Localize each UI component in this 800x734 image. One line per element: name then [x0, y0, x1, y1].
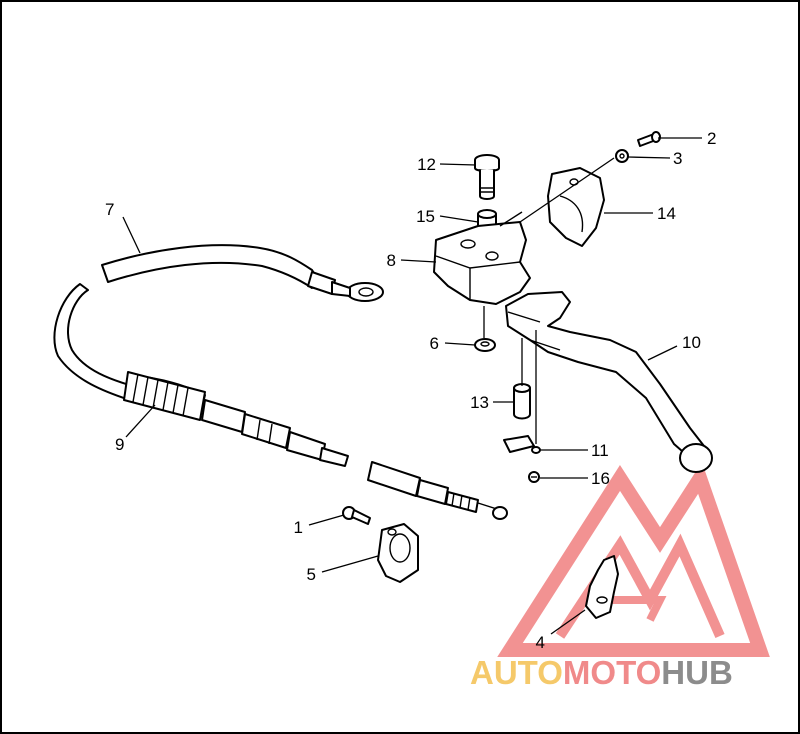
spring-clip [503, 435, 541, 454]
watermark-auto: AUTO [470, 654, 563, 691]
small-screw [528, 471, 540, 483]
lever-bracket [433, 211, 531, 305]
watermark-moto: MOTO [563, 654, 661, 691]
washer [615, 149, 629, 163]
sleeve [513, 383, 531, 420]
callout-8: 8 [387, 251, 396, 270]
cable-clamp [377, 523, 419, 583]
callout-12: 12 [417, 155, 436, 174]
callout-6: 6 [430, 334, 439, 353]
upper-cable [101, 244, 384, 302]
callout-7: 7 [105, 200, 114, 219]
screw [637, 131, 661, 147]
callout-3: 3 [673, 149, 682, 168]
clamp-half [547, 167, 605, 247]
callout-10: 10 [682, 333, 701, 352]
callout-1: 1 [294, 518, 303, 537]
watermark-hub: HUB [661, 654, 733, 691]
lower-cable [53, 283, 508, 520]
callout-5: 5 [307, 565, 316, 584]
callout-2: 2 [707, 129, 716, 148]
callout-16: 16 [591, 469, 610, 488]
pivot-pin [474, 154, 500, 200]
callout-11: 11 [591, 441, 609, 460]
mounting-screw [342, 506, 371, 525]
retaining-clip [474, 338, 496, 352]
leader-lines [122, 137, 702, 635]
switch-housing [585, 555, 619, 619]
callout-4: 4 [536, 633, 545, 652]
callout-13: 13 [470, 393, 489, 412]
callout-15: 15 [416, 207, 435, 226]
watermark-logo [497, 462, 770, 657]
clutch-lever [505, 291, 713, 473]
watermark-text: AUTOMOTOHUB [470, 654, 733, 691]
callout-9: 9 [115, 435, 124, 454]
callout-14: 14 [657, 204, 676, 223]
